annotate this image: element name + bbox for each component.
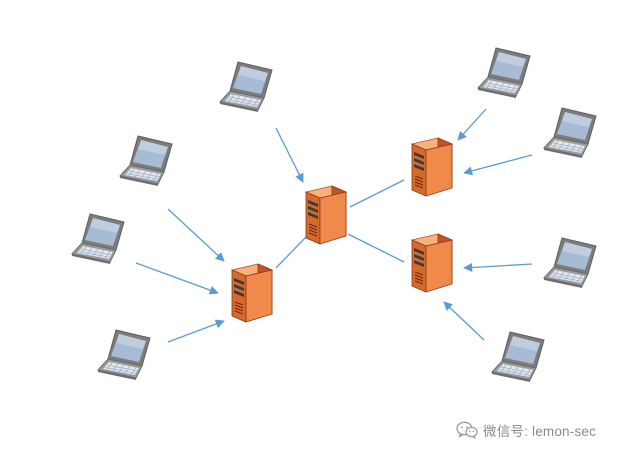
server-center <box>305 185 347 245</box>
arrow-laptop-7 <box>463 262 533 273</box>
link-left-center <box>275 236 307 269</box>
watermark: 微信号: lemon-sec <box>456 419 596 441</box>
server-right-top <box>411 137 453 197</box>
arrow-laptop-4 <box>167 319 225 343</box>
laptop-2 <box>119 135 173 187</box>
laptop-4 <box>97 329 151 381</box>
wechat-icon <box>456 421 478 439</box>
laptop-5 <box>477 47 531 99</box>
server-links <box>275 179 405 269</box>
servers <box>231 137 453 323</box>
laptop-3 <box>71 213 125 265</box>
server-left <box>231 263 273 323</box>
arrow-laptop-1 <box>275 127 304 183</box>
link-center-right-bottom <box>347 233 405 263</box>
watermark-text: 微信号: lemon-sec <box>483 424 597 439</box>
laptop-6 <box>543 107 597 159</box>
laptop-1 <box>219 61 273 113</box>
arrow-laptop-3 <box>135 262 219 295</box>
laptop-8 <box>491 331 545 383</box>
client-arrows <box>135 108 533 343</box>
arrow-laptop-5 <box>457 108 487 141</box>
link-center-right-top <box>349 179 405 208</box>
laptop-7 <box>543 237 597 289</box>
arrow-laptop-2 <box>167 208 225 262</box>
arrow-laptop-8 <box>443 301 485 341</box>
arrow-laptop-6 <box>463 154 533 176</box>
server-right-bottom <box>411 233 453 293</box>
